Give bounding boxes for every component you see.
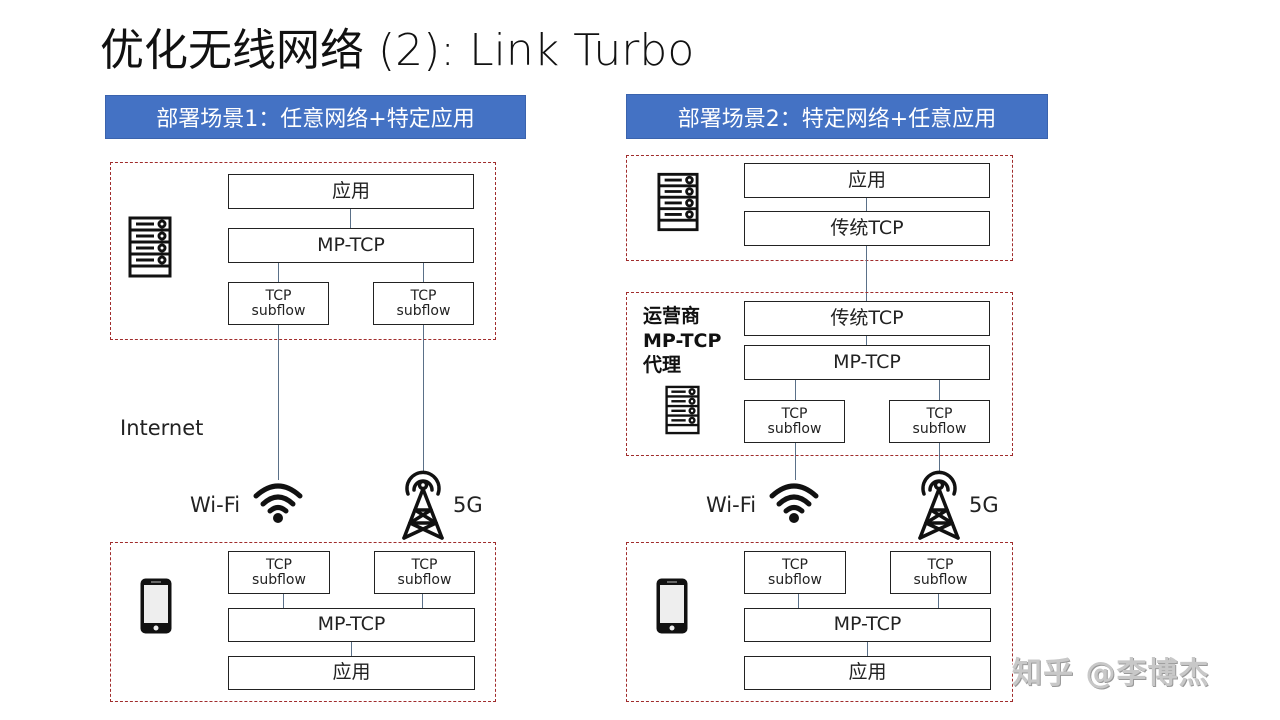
5g-label: 5G: [453, 493, 483, 517]
scene2-client-app-box: 应用: [744, 656, 991, 690]
scene2-client-mptcp-box: MP-TCP: [744, 608, 991, 642]
slide-title: 优化无线网络 (2): Link Turbo: [100, 25, 695, 76]
scene1-server-app-box: 应用: [228, 174, 474, 209]
subflow-line2: subflow: [396, 302, 451, 319]
subflow-line2: subflow: [252, 571, 306, 588]
connector-line: [278, 263, 279, 283]
connector-line: [798, 594, 799, 608]
scene1-client-zone: [110, 542, 496, 702]
subflow-line1: TCP: [265, 287, 292, 304]
scene2-server-tcp-box: 传统TCP: [744, 211, 990, 246]
wifi-link-line: [278, 325, 279, 480]
subflow-line1: TCP: [782, 556, 808, 573]
scene1-client-subflow-1: TCP subflow: [228, 551, 330, 594]
connector-line: [423, 263, 424, 283]
connector-line: [939, 380, 940, 401]
scene1-server-mptcp-box: MP-TCP: [228, 228, 474, 263]
server-icon: [665, 384, 700, 436]
scene2-client-subflow-2: TCP subflow: [890, 551, 991, 594]
subflow-line2: subflow: [913, 571, 968, 588]
subflow-line1: TCP: [926, 405, 953, 422]
connector-line: [283, 594, 284, 608]
scene2-proxy-tcp-box: 传统TCP: [744, 301, 990, 336]
5g-link-line: [939, 443, 940, 473]
subflow-line1: TCP: [927, 556, 954, 573]
subflow-line2: subflow: [767, 420, 822, 437]
server-icon: [657, 171, 699, 233]
subflow-line1: TCP: [266, 556, 292, 573]
internet-label: Internet: [120, 416, 204, 440]
cell-tower-icon: [398, 468, 448, 540]
subflow-line2: subflow: [397, 571, 452, 588]
wifi-label: Wi-Fi: [190, 493, 241, 517]
scene1-server-subflow-1: TCP subflow: [228, 282, 329, 325]
subflow-line2: subflow: [912, 420, 967, 437]
wifi-icon: [768, 480, 820, 524]
subflow-line1: TCP: [410, 287, 437, 304]
scene2-server-app-box: 应用: [744, 163, 990, 198]
subflow-line2: subflow: [251, 302, 306, 319]
scene2-proxy-subflow-1: TCP subflow: [744, 400, 845, 443]
scene2-proxy-mptcp-box: MP-TCP: [744, 345, 990, 380]
connector-line: [795, 380, 796, 401]
proxy-label-line2: MP-TCP: [643, 329, 722, 352]
connector-line: [422, 594, 423, 608]
scene1-server-subflow-2: TCP subflow: [373, 282, 474, 325]
proxy-label: 运营商 MP-TCP 代理: [643, 304, 721, 378]
wifi-link-line: [795, 443, 796, 480]
connector-line: [866, 336, 867, 346]
scene2-proxy-subflow-2: TCP subflow: [889, 400, 990, 443]
scene1-header: 部署场景1：任意网络+特定应用: [105, 95, 526, 139]
cell-tower-icon: [914, 468, 964, 540]
watermark: 知乎 @李博杰: [1012, 656, 1210, 691]
scene1-client-app-box: 应用: [228, 656, 475, 690]
scene2-client-subflow-1: TCP subflow: [744, 551, 846, 594]
connector-line: [867, 642, 868, 656]
smartphone-icon: [655, 577, 689, 635]
scene2-proxy-zone: [626, 292, 1013, 456]
server-icon: [128, 216, 172, 278]
subflow-line1: TCP: [411, 556, 438, 573]
subflow-line2: subflow: [768, 571, 822, 588]
connector-line: [351, 642, 352, 656]
scene2-header: 部署场景2：特定网络+任意应用: [626, 94, 1048, 139]
wifi-icon: [252, 480, 304, 524]
subflow-line1: TCP: [781, 405, 808, 422]
wifi-label: Wi-Fi: [706, 493, 757, 517]
connector-line: [938, 594, 939, 608]
5g-label: 5G: [969, 493, 999, 517]
server-proxy-link-line: [866, 246, 867, 302]
scene1-client-subflow-2: TCP subflow: [374, 551, 475, 594]
proxy-label-line1: 运营商: [643, 305, 701, 327]
connector-line: [350, 209, 351, 229]
scene1-client-mptcp-box: MP-TCP: [228, 608, 475, 642]
smartphone-icon: [139, 577, 173, 635]
proxy-label-line3: 代理: [643, 354, 682, 377]
5g-link-line: [423, 325, 424, 473]
scene2-server-zone: [626, 155, 1013, 261]
scene2-client-zone: [626, 542, 1013, 702]
scene1-server-zone: [110, 162, 496, 340]
connector-line: [866, 198, 867, 212]
